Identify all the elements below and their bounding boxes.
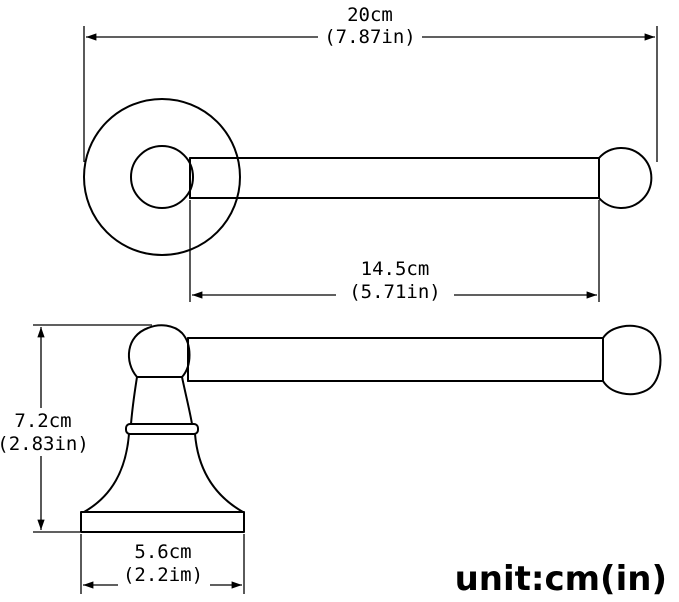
- side-view-base-plate: [80, 511, 245, 533]
- dim-bar-length-cm: 14.5cm: [361, 258, 430, 280]
- top-view-flange: [83, 98, 241, 256]
- dim-label-bg-overall: [318, 4, 422, 48]
- dim-overall-length-in: (7.87in): [324, 26, 416, 48]
- dim-height-cm: 7.2cm: [14, 410, 71, 432]
- top-view-post: [130, 145, 194, 209]
- dim-base-width-cm: 5.6cm: [134, 541, 191, 563]
- top-view-end-ball: [598, 147, 653, 209]
- side-view-collar-ring: [125, 423, 199, 435]
- dim-label-bg-bar: [336, 256, 454, 302]
- side-view: [80, 324, 662, 533]
- side-view-post-ball: [127, 324, 191, 378]
- side-view-end-ball: [602, 324, 662, 396]
- dim-label-bg-base: [118, 540, 210, 590]
- dim-height-in: (2.83in): [0, 433, 89, 455]
- dim-bar-length-in: (5.71in): [349, 281, 441, 303]
- dim-label-bg-height: [0, 408, 86, 456]
- side-view-flared-base: [83, 433, 244, 513]
- side-view-neck: [130, 376, 193, 425]
- top-view: [83, 98, 653, 256]
- unit-label: unit:cm(in): [455, 559, 667, 599]
- dim-overall-length-cm: 20cm: [347, 4, 393, 26]
- dim-base-width-in: (2.2im): [123, 564, 203, 586]
